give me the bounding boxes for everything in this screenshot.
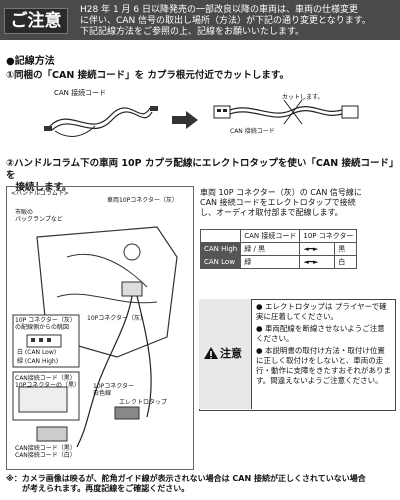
can-high-label: 緑 (CAN High) <box>17 358 59 365</box>
cut-label: カットします。 <box>282 94 324 101</box>
column-label: <ハンドルコラム下> <box>11 190 69 197</box>
double-arrow-icon: ◄━► <box>299 242 336 256</box>
table-header-cell: CAN 接続コード <box>240 229 301 243</box>
page-title: ご注意 <box>4 8 68 34</box>
row-label: CAN Low <box>199 255 242 269</box>
caution-item-text: 車両配線を断線させないようご注意ください。 <box>256 324 385 343</box>
cord-label: CAN 接続コード <box>54 89 107 97</box>
connector-label: 車両10Pコネクター（灰） <box>107 197 179 204</box>
table-header-cell <box>199 229 242 243</box>
caution-label-panel: 注意 <box>199 299 252 409</box>
cord-label-2: CAN 接続コード <box>230 128 275 135</box>
double-arrow-icon: ◄━► <box>299 255 336 269</box>
arrow-right-icon <box>172 111 198 129</box>
cord-color: 緑 / 黒 <box>240 242 301 256</box>
callout-white-wire: 10Pコネクター 白色線 <box>93 383 135 397</box>
step2-description: 車両 10P コネクター（灰）の CAN 信号線に CAN 接続コードをエレクト… <box>200 188 362 217</box>
callout-can-cord: CAN接続コード（黒） 10Pコネクターの（黒） <box>15 375 81 389</box>
caution-item: ● 本説明書の取付け方法・取付け位置に正しく取付けをしないと、車両の走行・動作に… <box>256 346 392 386</box>
step2-text: ②ハンドルコラム下の車両 10P カプラ配線にエレクトロタップを使い「CAN 接… <box>6 158 394 193</box>
bottom-cord-label: CAN接続コード（黒） CAN接続コード（白） <box>15 445 76 459</box>
wiring-diagram: <ハンドルコラム下> 車両10Pコネクター（灰） 市販の パックランプなど 10… <box>6 186 194 470</box>
header-notice-text: H28 年 1 月 6 日以降発売の一部改良以降の車両は、車両の仕様変更 に伴い… <box>80 5 371 37</box>
caution-item-text: 本説明書の取付け方法・取付け位置に正しく取付けをしないと、車両の走行・動作に支障… <box>256 346 391 385</box>
step1-cut-figure: カットします。 CAN 接続コード <box>212 92 362 137</box>
callout-connector-view: 10P コネクター（灰） の配線側からの眺図 <box>15 317 76 331</box>
caution-title: 注意 <box>220 347 242 360</box>
electro-tap-label: エレクトロタップ <box>119 399 168 406</box>
table-row: CAN Low 緑 ◄━► 白 <box>199 255 358 269</box>
caution-list: ● エレクトロタップは プライヤーで確実に圧着してください。 ● 車両配線を断線… <box>256 302 392 386</box>
bullet-icon: ● <box>256 302 263 311</box>
panel-label: 市販の パックランプなど <box>15 209 63 223</box>
can-wire-table: CAN 接続コード 10P コネクター CAN High 緑 / 黒 ◄━► 黒… <box>199 229 358 269</box>
diagram-drawing <box>12 226 178 448</box>
caution-item: ● エレクトロタップは プライヤーで確実に圧着してください。 <box>256 302 392 322</box>
footer-note: ※：カメラ画像は映るが、舵角ガイド線が表示されない場合は CAN 接続が正しくさ… <box>6 474 366 493</box>
step1-text: ①同梱の「CAN 接続コード」を カプラ根元付近でカットします。 <box>6 70 289 81</box>
can-cord-icon <box>44 106 158 137</box>
caution-item: ● 車両配線を断線させないようご注意ください。 <box>256 324 392 344</box>
callout-10p-connector: 10Pコネクター（灰） <box>87 315 147 322</box>
can-low-label: 白 (CAN Low) <box>17 349 57 356</box>
row-label: CAN High <box>199 242 242 256</box>
bullet-icon: ● <box>256 346 263 355</box>
table-row: CAN High 緑 / 黒 ◄━► 黒 <box>199 242 358 256</box>
warning-triangle-icon <box>204 347 218 359</box>
caution-item-text: エレクトロタップは プライヤーで確実に圧着してください。 <box>256 302 387 321</box>
connector-color: 白 <box>334 255 358 269</box>
cut-cord-icon <box>213 99 359 125</box>
table-header-cell: 10P コネクター <box>299 229 358 243</box>
connector-color: 黒 <box>334 242 358 256</box>
table-header-row: CAN 接続コード 10P コネクター <box>199 229 358 243</box>
bullet-icon: ● <box>256 324 263 333</box>
cord-color: 緑 <box>240 255 301 269</box>
section-title: ●記線方法 <box>6 56 55 67</box>
